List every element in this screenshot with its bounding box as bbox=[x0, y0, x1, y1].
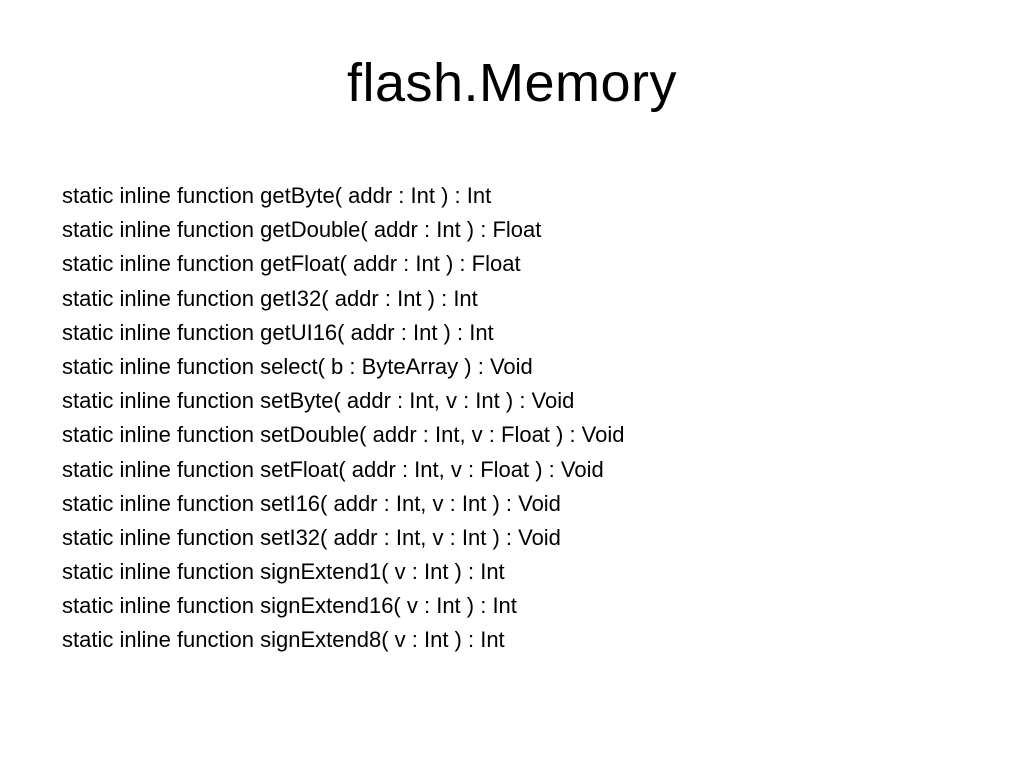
function-signature: static inline function setI16( addr : In… bbox=[62, 490, 561, 516]
function-signature: static inline function setFloat( addr : … bbox=[62, 456, 604, 482]
function-signature: static inline function getUI16( addr : I… bbox=[62, 319, 494, 345]
function-signature: static inline function getFloat( addr : … bbox=[62, 251, 521, 277]
slide-title: flash.Memory bbox=[346, 53, 678, 113]
function-signature: static inline function signExtend16( v :… bbox=[62, 593, 517, 619]
function-signature: static inline function getDouble( addr :… bbox=[62, 217, 542, 243]
function-signature: static inline function setI32( addr : In… bbox=[62, 524, 561, 550]
function-signature: static inline function setDouble( addr :… bbox=[62, 422, 625, 448]
function-list: static inline function getByte( addr : I… bbox=[62, 179, 992, 658]
function-signature: static inline function signExtend1( v : … bbox=[62, 559, 505, 585]
function-signature: static inline function getI32( addr : In… bbox=[62, 285, 478, 311]
function-signature: static inline function getByte( addr : I… bbox=[62, 183, 492, 208]
function-signature: static inline function select( b : ByteA… bbox=[62, 353, 533, 379]
function-signature: static inline function signExtend8( v : … bbox=[62, 627, 505, 653]
function-signature: static inline function setByte( addr : I… bbox=[62, 388, 575, 414]
